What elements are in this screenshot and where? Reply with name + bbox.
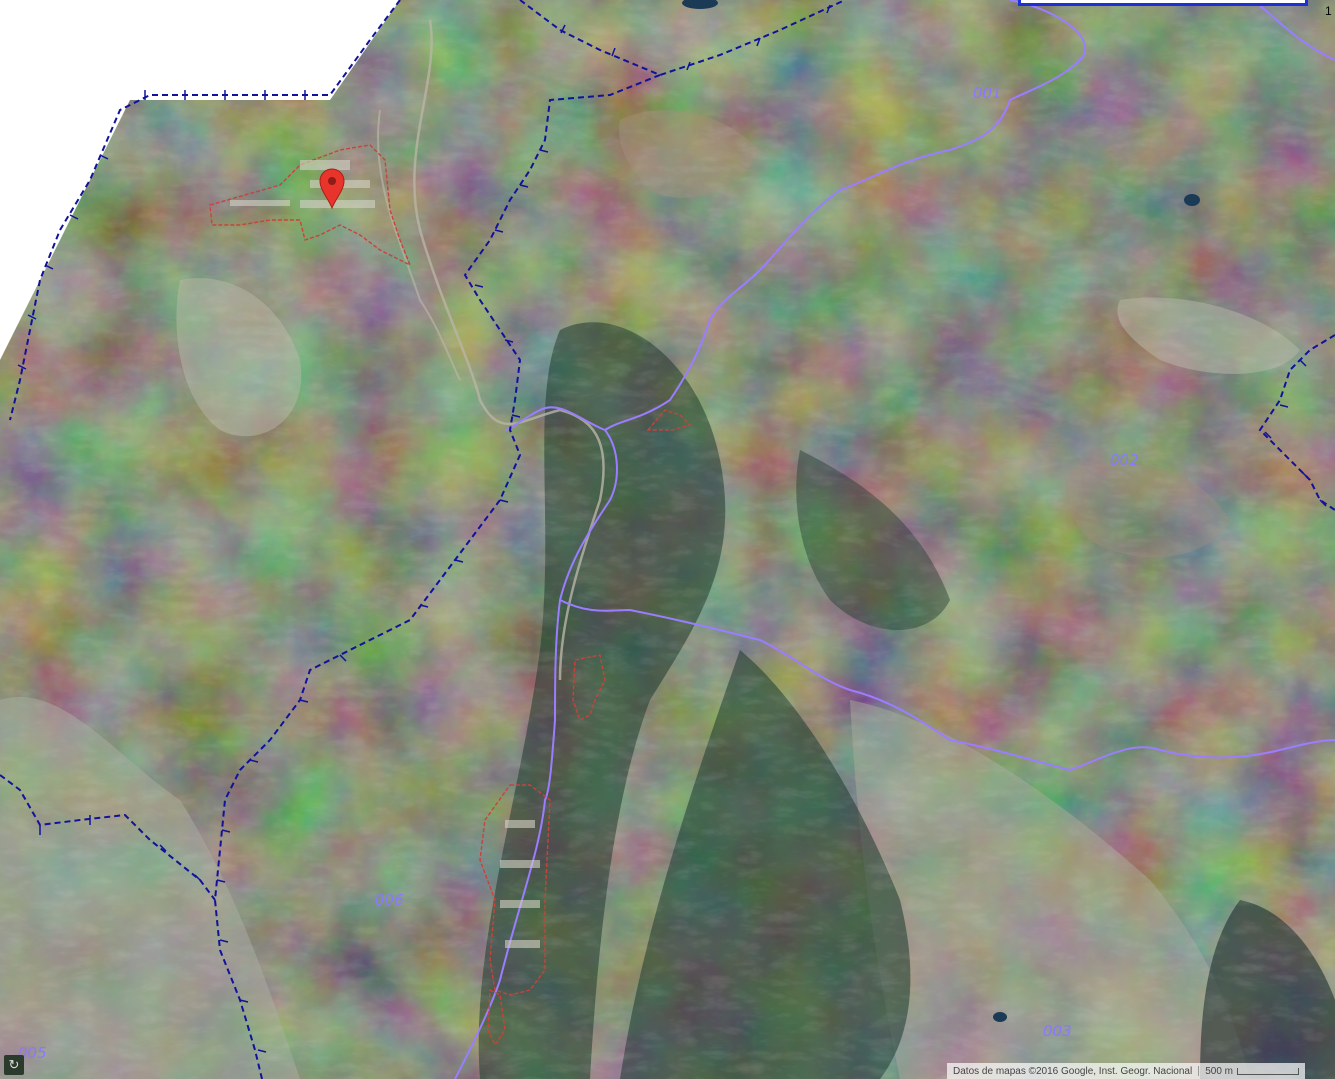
zone-label-002: 002: [1110, 451, 1139, 469]
map-pin-icon[interactable]: [319, 168, 345, 210]
zone-label-006: 006: [375, 891, 404, 909]
zone-label-005: 005: [18, 1044, 47, 1062]
map-attribution: Datos de mapas ©2016 Google, Inst. Geogr…: [947, 1063, 1305, 1079]
zone-label-001: 001: [973, 84, 1002, 102]
attribution-text[interactable]: Datos de mapas ©2016 Google, Inst. Geogr…: [953, 1065, 1193, 1077]
parcel-outlines: [209, 144, 692, 1047]
scale-bar: [1237, 1067, 1299, 1075]
scale-label: 500 m: [1205, 1065, 1233, 1077]
corner-number: 1: [1325, 4, 1332, 18]
legend-banner: [1018, 0, 1308, 6]
separator: [1198, 1066, 1200, 1076]
zone-label-003: 003: [1043, 1022, 1072, 1040]
refresh-icon[interactable]: ↻: [4, 1055, 24, 1075]
